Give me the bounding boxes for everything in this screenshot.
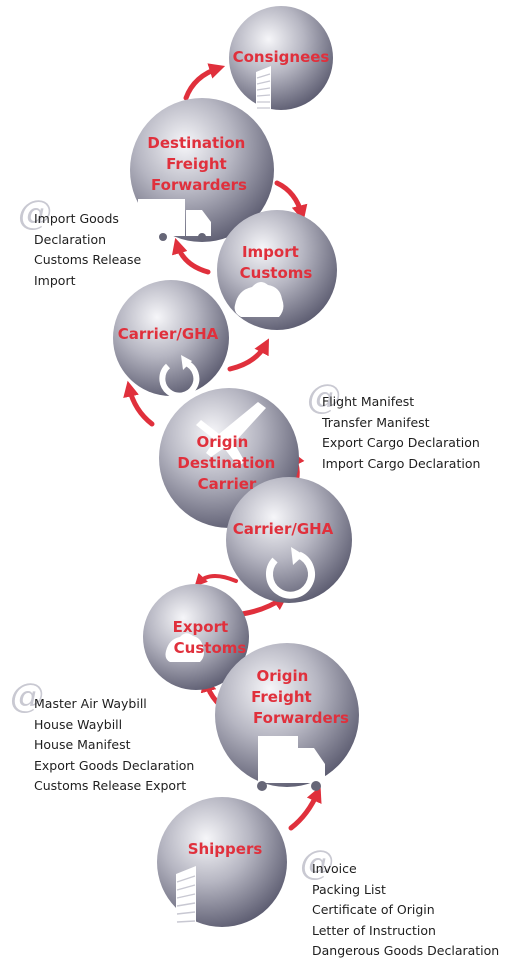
doc-item: Import <box>34 272 76 288</box>
doc-item: Import Goods <box>34 211 119 226</box>
label-carrier-mid: Carrier/GHA <box>233 520 334 538</box>
doc-item: Master Air Waybill <box>34 696 147 711</box>
at-icon-import: @ <box>18 193 52 233</box>
at-icon-flight: @ <box>307 377 341 417</box>
label-import-customs: Import Customs <box>240 243 313 282</box>
label-origin-dest-carrier: Origin Destination Carrier <box>177 433 280 493</box>
export-documents: Master Air Waybill House Waybill House M… <box>34 694 194 797</box>
doc-item: Declaration <box>34 231 107 247</box>
doc-item: House Manifest <box>34 737 131 752</box>
customs-officer-icon-2 <box>165 633 204 662</box>
airplane-icon <box>196 402 266 466</box>
building-icon-2 <box>176 866 196 931</box>
arrow-dest-ff-to-consignees <box>183 63 226 101</box>
doc-item: Letter of Instruction <box>312 922 436 938</box>
doc-item: Flight Manifest <box>322 394 415 409</box>
label-shippers: Shippers <box>188 840 263 858</box>
label-carrier-top: Carrier/GHA <box>118 325 219 343</box>
building-icon <box>256 66 271 118</box>
sphere-carrier-mid <box>226 477 352 603</box>
label-consignees-line1: Consignees <box>233 48 330 66</box>
arrow-shippers-to-origin-ff <box>288 786 322 831</box>
arrow-export-customs-to-origin-ff-small <box>194 573 238 587</box>
doc-item: Dangerous Goods Declaration <box>312 943 500 958</box>
sphere-origin-ff <box>215 643 359 787</box>
doc-item: Export Cargo Declaration <box>322 435 480 450</box>
arrow-origin-dest-to-carrier-top <box>123 380 155 427</box>
label-export-customs: Export Customs <box>173 618 247 657</box>
cycle-arrowhead-icon-2 <box>291 547 304 565</box>
label-destination-ff: Destination Freight Forwarders <box>147 134 250 194</box>
sphere-consignees <box>229 6 333 110</box>
arrow-dest-ff-to-import-customs <box>274 180 308 222</box>
doc-item: Packing List <box>312 881 386 897</box>
cycle-icon-2 <box>265 551 315 599</box>
cycle-arrowhead-icon <box>181 355 192 370</box>
truck-icon <box>138 199 211 241</box>
cycle-icon <box>159 360 200 399</box>
at-icon-export: @ <box>10 676 44 716</box>
customs-officer-icon <box>234 281 284 317</box>
doc-item: Export Goods Declaration <box>34 757 195 773</box>
doc-item: House Waybill <box>34 716 123 732</box>
doc-item: Invoice <box>312 861 357 876</box>
arrow-import-customs-to-dest-ff <box>171 237 211 275</box>
label-origin-ff: Origin Freight Forwarders <box>251 667 349 727</box>
at-icon-shipper: @ <box>300 843 334 883</box>
label-consignees: Consignees <box>233 48 330 66</box>
doc-item: Import Cargo Declaration <box>322 455 481 471</box>
doc-item: Transfer Manifest <box>322 414 430 430</box>
import-documents: Import Goods Declaration Customs Release… <box>34 209 141 291</box>
flight-documents: Flight Manifest Transfer Manifest Export… <box>322 392 480 474</box>
truck-icon-2 <box>257 736 325 791</box>
doc-item: Certificate of Origin <box>312 902 435 917</box>
sphere-carrier-top <box>113 280 229 396</box>
shipper-documents: Invoice Packing List Certificate of Orig… <box>312 859 499 962</box>
doc-item: Customs Release Export <box>34 778 187 793</box>
arrow-carrier-top-to-import-customs <box>227 338 269 372</box>
doc-item: Customs Release <box>34 252 142 267</box>
